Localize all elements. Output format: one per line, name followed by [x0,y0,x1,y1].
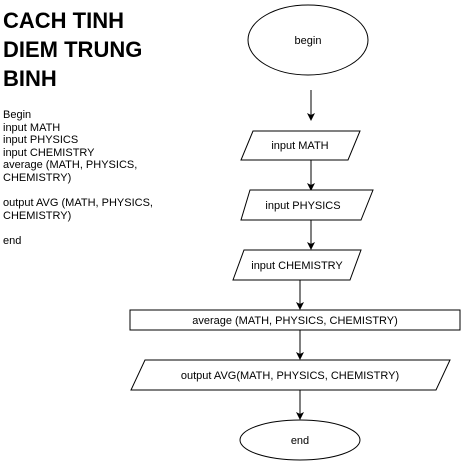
output-node: output AVG(MATH, PHYSICS, CHEMISTRY) [130,359,451,391]
title-line-3: BINH [3,66,57,91]
average-label: average (MATH, PHYSICS, CHEMISTRY) [192,315,398,327]
input-math-label: input MATH [271,140,328,152]
pseudocode-block: Begin input MATH input PHYSICS input CHE… [3,109,153,248]
pseudocode-line: input MATH [3,121,61,134]
end-label: end [291,435,309,447]
pseudocode-line: end [3,234,22,247]
input-chemistry-label: input CHEMISTRY [251,260,343,272]
input-chemistry-node: input CHEMISTRY [232,249,362,281]
pseudocode-line: CHEMISTRY) [3,171,72,184]
diagram-title: CACH TINH DIEM TRUNG BINH [3,6,142,93]
title-line-1: CACH TINH [3,8,124,33]
pseudocode-line: average (MATH, PHYSICS, [3,159,138,172]
average-node: average (MATH, PHYSICS, CHEMISTRY) [129,309,461,331]
pseudocode-line: output AVG (MATH, PHYSICS, [3,197,153,210]
pseudocode-line: input CHEMISTRY [3,146,95,159]
pseudocode-line: Begin [3,109,32,121]
input-math-node: input MATH [240,130,361,161]
output-label: output AVG(MATH, PHYSICS, CHEMISTRY) [181,370,399,382]
end-node: end [239,419,361,461]
input-physics-node: input PHYSICS [240,189,374,221]
begin-label: begin [295,35,322,47]
input-physics-label: input PHYSICS [265,200,340,212]
pseudocode-line: input PHYSICS [3,134,79,147]
title-line-2: DIEM TRUNG [3,37,143,62]
pseudocode-line: CHEMISTRY) [3,209,72,222]
begin-node: begin [247,4,369,76]
